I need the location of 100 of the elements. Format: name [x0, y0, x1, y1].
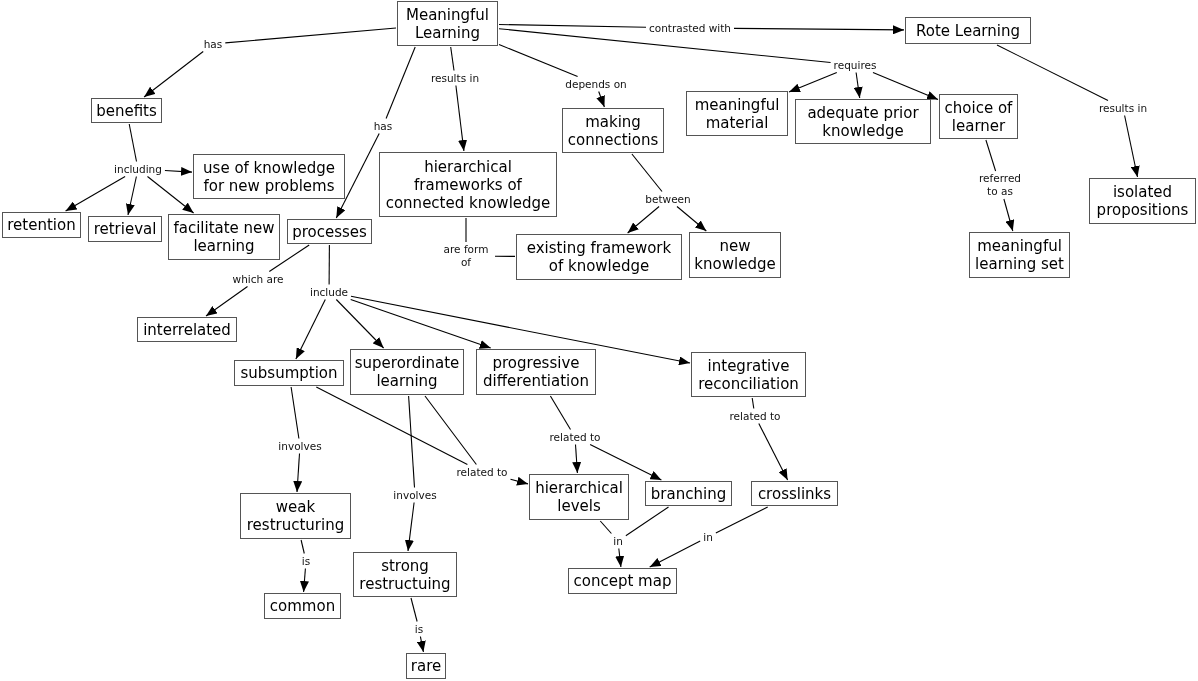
concept-label: retention: [7, 216, 76, 234]
concept-box: [88, 216, 162, 242]
connector-line: [498, 43, 579, 78]
arrow: [335, 132, 380, 219]
connector-line: [424, 395, 477, 466]
connector-line: [224, 27, 397, 44]
linking-phrase: including: [112, 162, 164, 176]
linking-phrase: related to: [547, 430, 603, 444]
arrow: [335, 298, 385, 349]
connector-line: [549, 395, 572, 431]
connector-line: [128, 123, 138, 163]
linking-phrase: related to: [727, 409, 783, 423]
concept-label: weak restructuring: [245, 498, 346, 534]
concept-box: [476, 349, 596, 395]
arrow: [615, 547, 625, 568]
concept-box: [751, 481, 838, 506]
arrow: [205, 285, 249, 317]
connector-line: [328, 244, 330, 286]
connector-line: [985, 139, 997, 172]
concept-label: hierarchical levels: [534, 479, 624, 515]
concept-label: hierarchical frameworks of connected knowledge: [384, 157, 552, 212]
linking-phrase: results in: [1096, 101, 1150, 115]
connector-line: [410, 597, 418, 623]
linking-phrase: which are: [230, 272, 286, 286]
connector-line: [450, 46, 455, 72]
arrow: [572, 443, 582, 474]
arrow: [733, 25, 905, 35]
arrow: [788, 71, 838, 93]
arrow: [293, 452, 303, 493]
connector-line: [631, 153, 663, 193]
concept-box: [1089, 178, 1196, 224]
arrow: [596, 90, 605, 108]
concept-box: [686, 91, 788, 136]
linking-phrase: results in: [428, 71, 482, 85]
linking-phrase: in: [701, 530, 715, 544]
connector-line: [290, 386, 300, 440]
linking-phrase: requires: [831, 58, 879, 72]
linking-phrase: has: [371, 119, 395, 133]
arrow: [455, 84, 468, 152]
concept-box: [795, 99, 931, 144]
connector-line: [625, 506, 670, 537]
linking-phrase: between: [643, 192, 693, 206]
linking-phrase: in: [611, 534, 625, 548]
arrow: [509, 476, 529, 486]
arrow: [676, 205, 707, 232]
concept-label: strong restructuing: [358, 556, 452, 593]
arrow: [65, 175, 126, 212]
linking-phrase: is: [299, 554, 313, 568]
arrow: [404, 501, 415, 552]
linking-phrase: related to: [454, 465, 510, 479]
concept-label: integrative reconciliation: [697, 356, 800, 393]
concept-label: branching: [650, 484, 727, 503]
concept-label: crosslinks: [757, 484, 832, 503]
connector-line: [996, 44, 1109, 102]
concept-label: subsumption: [240, 364, 338, 382]
arrow: [146, 175, 195, 214]
linking-phrase: depends on: [563, 77, 629, 91]
concept-label: Meaningful Learning: [405, 5, 490, 42]
connector-line: [315, 386, 468, 466]
arrow: [758, 422, 789, 481]
arrow: [627, 205, 660, 234]
arrow: [143, 50, 204, 98]
connector-line: [498, 28, 832, 64]
concept-label: progressive differentiation: [482, 354, 590, 390]
concept-label: use of knowledge for new problems: [202, 158, 336, 195]
concept-box: [137, 317, 237, 342]
concept-box: [193, 154, 345, 199]
concept-label: meaningful learning set: [974, 237, 1065, 273]
linking-phrase: include: [308, 285, 350, 299]
connector-line: [715, 506, 769, 534]
concept-box: [568, 568, 677, 594]
arrow: [350, 295, 691, 366]
arrow: [1003, 198, 1015, 232]
concept-box: [287, 219, 372, 244]
concept-box: [691, 352, 806, 397]
concept-box: [516, 234, 682, 280]
linking-phrase: has: [201, 37, 225, 51]
concept-label: new knowledge: [693, 237, 777, 273]
concept-label: existing framework of knowledge: [525, 239, 673, 275]
arrow: [350, 298, 492, 349]
concept-box: [2, 212, 81, 238]
arrow: [295, 298, 326, 360]
connector-line: [494, 255, 516, 257]
linking-phrase: involves: [391, 488, 439, 502]
concept-box: [264, 593, 341, 619]
connector-line: [385, 46, 416, 120]
concept-label: facilitate new learning: [172, 219, 276, 255]
concept-box: [397, 1, 498, 46]
connector-line: [408, 395, 416, 489]
concept-label: meaningful material: [693, 95, 781, 132]
concept-label: adequate prior knowledge: [806, 103, 920, 140]
concept-label: rare: [410, 657, 442, 675]
concept-box: [91, 98, 162, 123]
concept-label: making connections: [566, 112, 660, 149]
arrow: [299, 567, 309, 593]
concept-label: benefits: [96, 101, 157, 120]
arrow: [872, 71, 939, 101]
concept-box: [905, 17, 1031, 44]
connector-line: [268, 244, 310, 273]
connector-line: [465, 217, 467, 243]
